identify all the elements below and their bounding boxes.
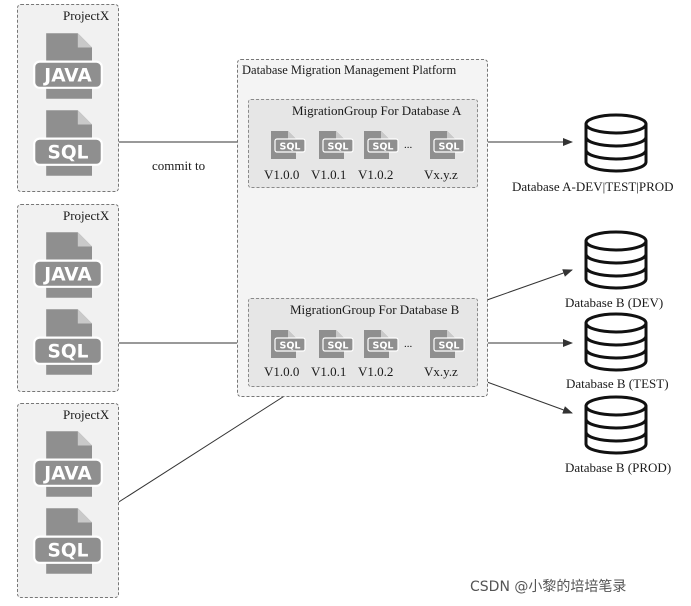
- database-b-test-label: Database B (TEST): [566, 376, 669, 391]
- version-label: V1.0.2: [358, 167, 394, 182]
- group-a-sql-script-icon: SQL: [319, 131, 354, 159]
- group-b-sql-script-icon: SQL: [319, 330, 354, 358]
- database-b-prod-label: Database B (PROD): [565, 460, 672, 475]
- sql-file-label: SQL: [48, 341, 89, 362]
- arrow-to-database-b-dev: [486, 269, 573, 301]
- project-title-3: ProjectX: [63, 407, 110, 422]
- version-label: V1.0.1: [311, 167, 347, 182]
- database-b-prod-icon: [584, 395, 648, 455]
- version-label: Vx.y.z: [424, 167, 458, 182]
- ellipsis: ...: [404, 139, 413, 151]
- java-file-label: JAVA: [42, 463, 92, 484]
- watermark: CSDN @小黎的培培笔录: [470, 579, 627, 595]
- sql-file-icon: SQL: [33, 110, 103, 176]
- group-a-sql-script-icon: SQL: [364, 131, 399, 159]
- ellipsis: ...: [404, 338, 413, 350]
- project-title-2: ProjectX: [63, 208, 110, 223]
- arrow-to-database-b-prod: [486, 381, 573, 414]
- version-label: V1.0.2: [358, 364, 394, 379]
- svg-text:SQL: SQL: [328, 341, 349, 352]
- svg-text:SQL: SQL: [280, 142, 301, 153]
- sql-file-label: SQL: [48, 142, 89, 163]
- svg-text:SQL: SQL: [439, 142, 460, 153]
- platform-title: Database Migration Management Platform: [242, 63, 457, 77]
- project-title-1: ProjectX: [63, 8, 110, 23]
- svg-text:SQL: SQL: [280, 341, 301, 352]
- java-file-label: JAVA: [42, 65, 92, 86]
- svg-text:SQL: SQL: [373, 142, 394, 153]
- group-a-sql-script-icon: SQL: [430, 131, 465, 159]
- database-b-dev-label: Database B (DEV): [565, 295, 664, 310]
- version-label: Vx.y.z: [424, 364, 458, 379]
- java-file-icon: JAVA: [33, 33, 103, 99]
- java-file-icon: JAVA: [33, 431, 103, 497]
- migration-group-b-title: MigrationGroup For Database B: [290, 302, 460, 317]
- commit-to-label: commit to: [152, 158, 206, 173]
- sql-file-icon: SQL: [33, 309, 103, 375]
- sql-file-label: SQL: [48, 540, 89, 561]
- group-a-sql-script-icon: SQL: [271, 131, 306, 159]
- svg-text:SQL: SQL: [439, 341, 460, 352]
- database-b-test-icon: [584, 312, 648, 372]
- java-file-icon: JAVA: [33, 232, 103, 298]
- sql-file-icon: SQL: [33, 508, 103, 574]
- svg-text:SQL: SQL: [328, 142, 349, 153]
- database-b-dev-icon: [584, 230, 648, 290]
- group-b-sql-script-icon: SQL: [271, 330, 306, 358]
- svg-text:SQL: SQL: [373, 341, 394, 352]
- version-label: V1.0.1: [311, 364, 347, 379]
- version-label: V1.0.0: [264, 364, 300, 379]
- group-b-sql-script-icon: SQL: [430, 330, 465, 358]
- version-label: V1.0.0: [264, 167, 300, 182]
- migration-group-a-title: MigrationGroup For Database A: [292, 103, 462, 118]
- group-b-sql-script-icon: SQL: [364, 330, 399, 358]
- java-file-label: JAVA: [42, 264, 92, 285]
- database-a-icon: [584, 113, 648, 173]
- database-a-label: Database A-DEV|TEST|PROD: [512, 179, 674, 194]
